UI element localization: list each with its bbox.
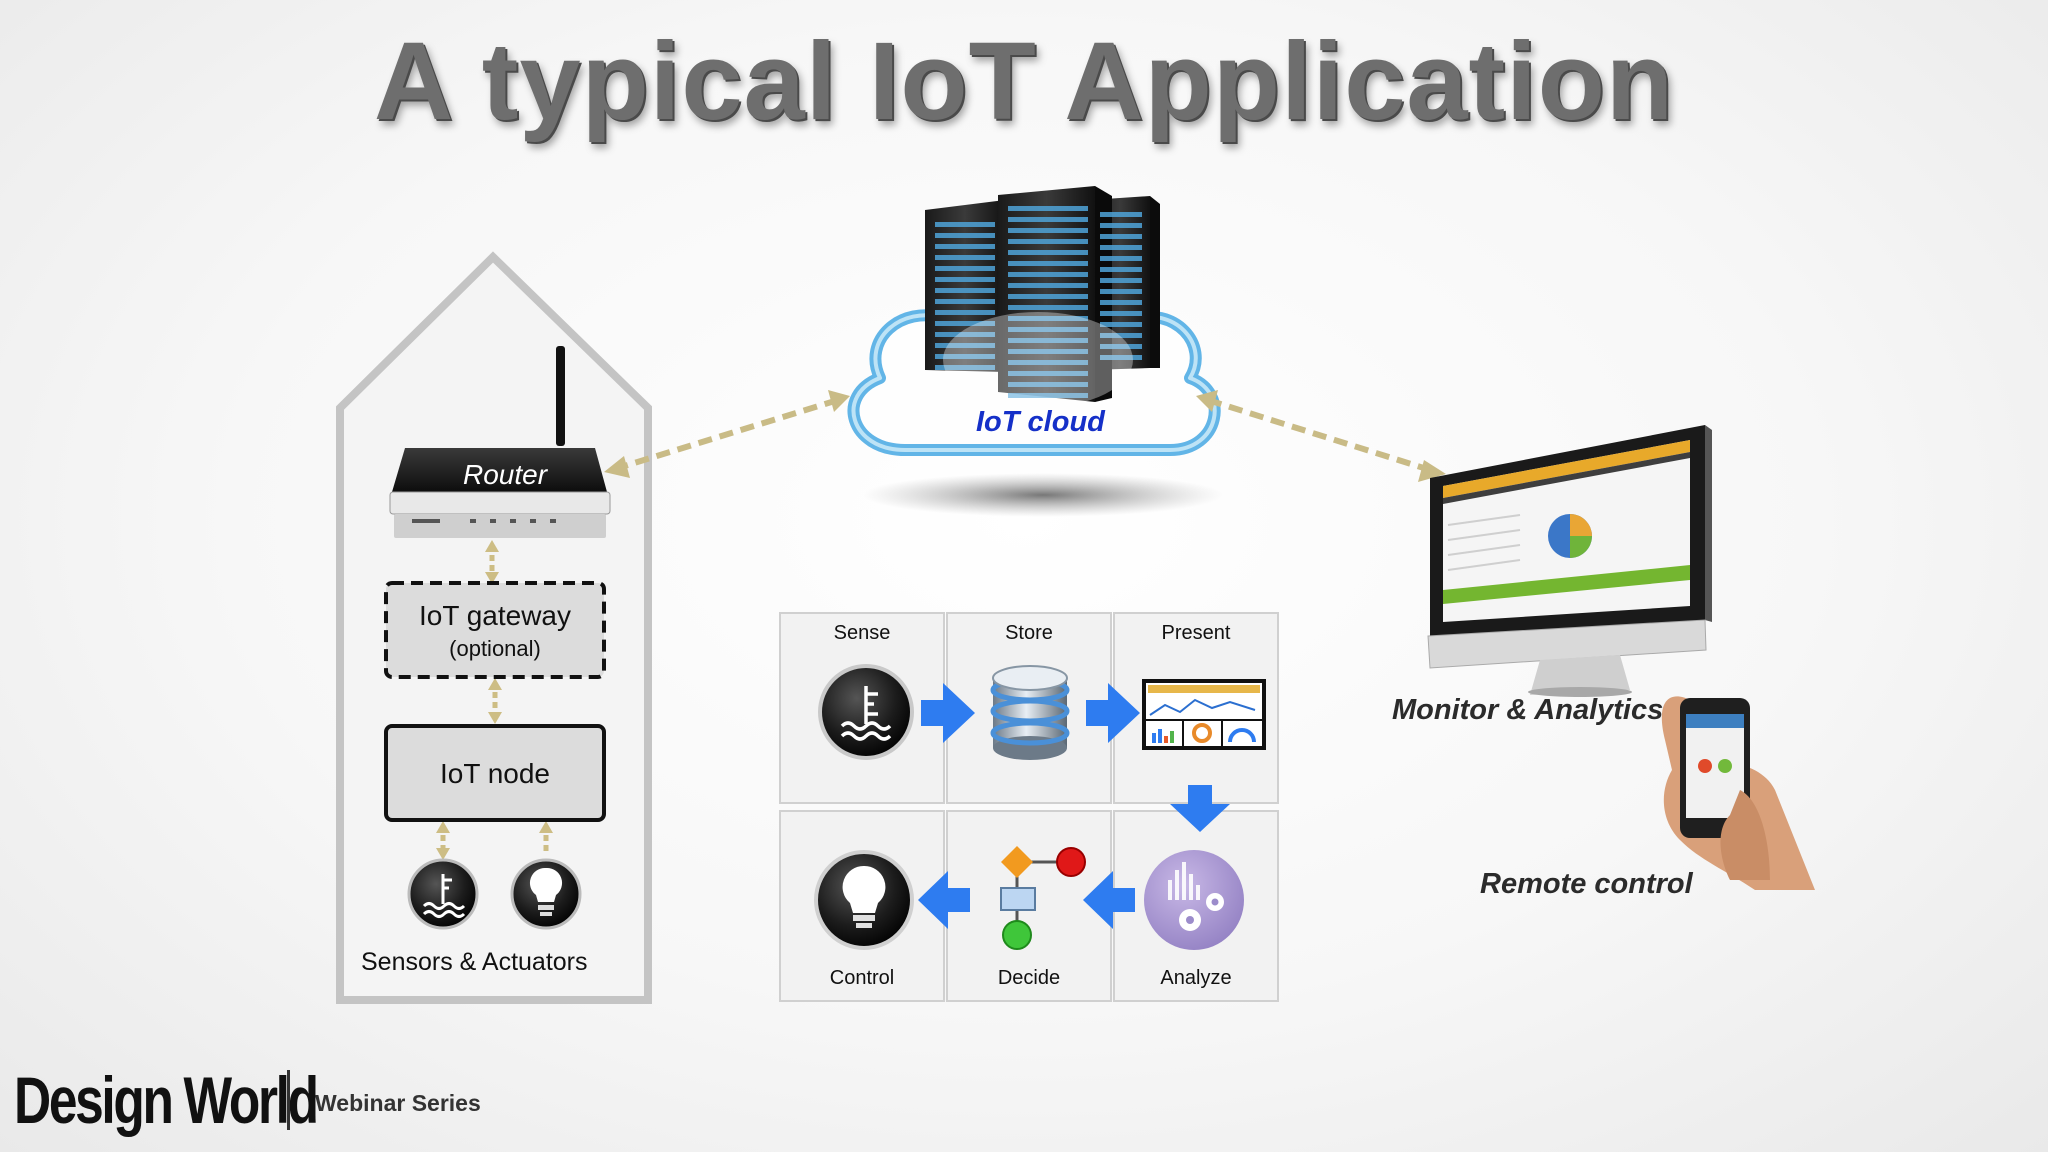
pipeline-label-sense: Sense	[833, 622, 891, 644]
lightbulb-icon-home	[510, 858, 582, 930]
brand-divider	[287, 1070, 290, 1130]
brand-logo: Design World	[14, 1063, 319, 1137]
monitor-analytics-label: Monitor & Analytics	[1392, 694, 1664, 726]
router-label: Router	[463, 459, 548, 490]
flow-arrows	[918, 683, 1230, 929]
sensors-actuators-label: Sensors & Actuators	[361, 948, 588, 976]
pipeline-label-analyze: Analyze	[1160, 967, 1232, 989]
gateway-sublabel: (optional)	[449, 636, 541, 661]
node-label: IoT node	[439, 758, 551, 789]
remote-control-label: Remote control	[1480, 868, 1693, 900]
cloud-label: IoT cloud	[976, 406, 1105, 438]
pipeline-label-store: Store	[1005, 622, 1053, 644]
analyze-icon	[1144, 850, 1244, 950]
brand-series: Webinar Series	[315, 1090, 481, 1116]
pipeline-label-control: Control	[829, 967, 895, 989]
pipeline-label-present: Present	[1161, 622, 1231, 644]
database-icon	[990, 665, 1070, 760]
monitor-device	[1427, 425, 1712, 697]
lightbulb-icon	[814, 850, 914, 950]
flowchart-icon	[1000, 846, 1086, 950]
gateway-box	[384, 581, 606, 679]
sensor-icon-home	[407, 858, 479, 930]
gateway-label: IoT gateway	[418, 600, 572, 631]
page-title: A typical IoT Application	[373, 20, 1675, 143]
home-links	[436, 540, 553, 860]
cloud-links	[604, 390, 1446, 482]
dashboard-icon	[1142, 679, 1266, 750]
pipeline-grid	[779, 612, 1279, 1002]
sense-icon	[818, 664, 914, 760]
phone-in-hand	[1661, 696, 1815, 890]
node-box	[384, 724, 606, 822]
pipeline-label-decide: Decide	[997, 967, 1061, 989]
router-device	[389, 346, 611, 538]
server-racks	[925, 186, 1160, 402]
